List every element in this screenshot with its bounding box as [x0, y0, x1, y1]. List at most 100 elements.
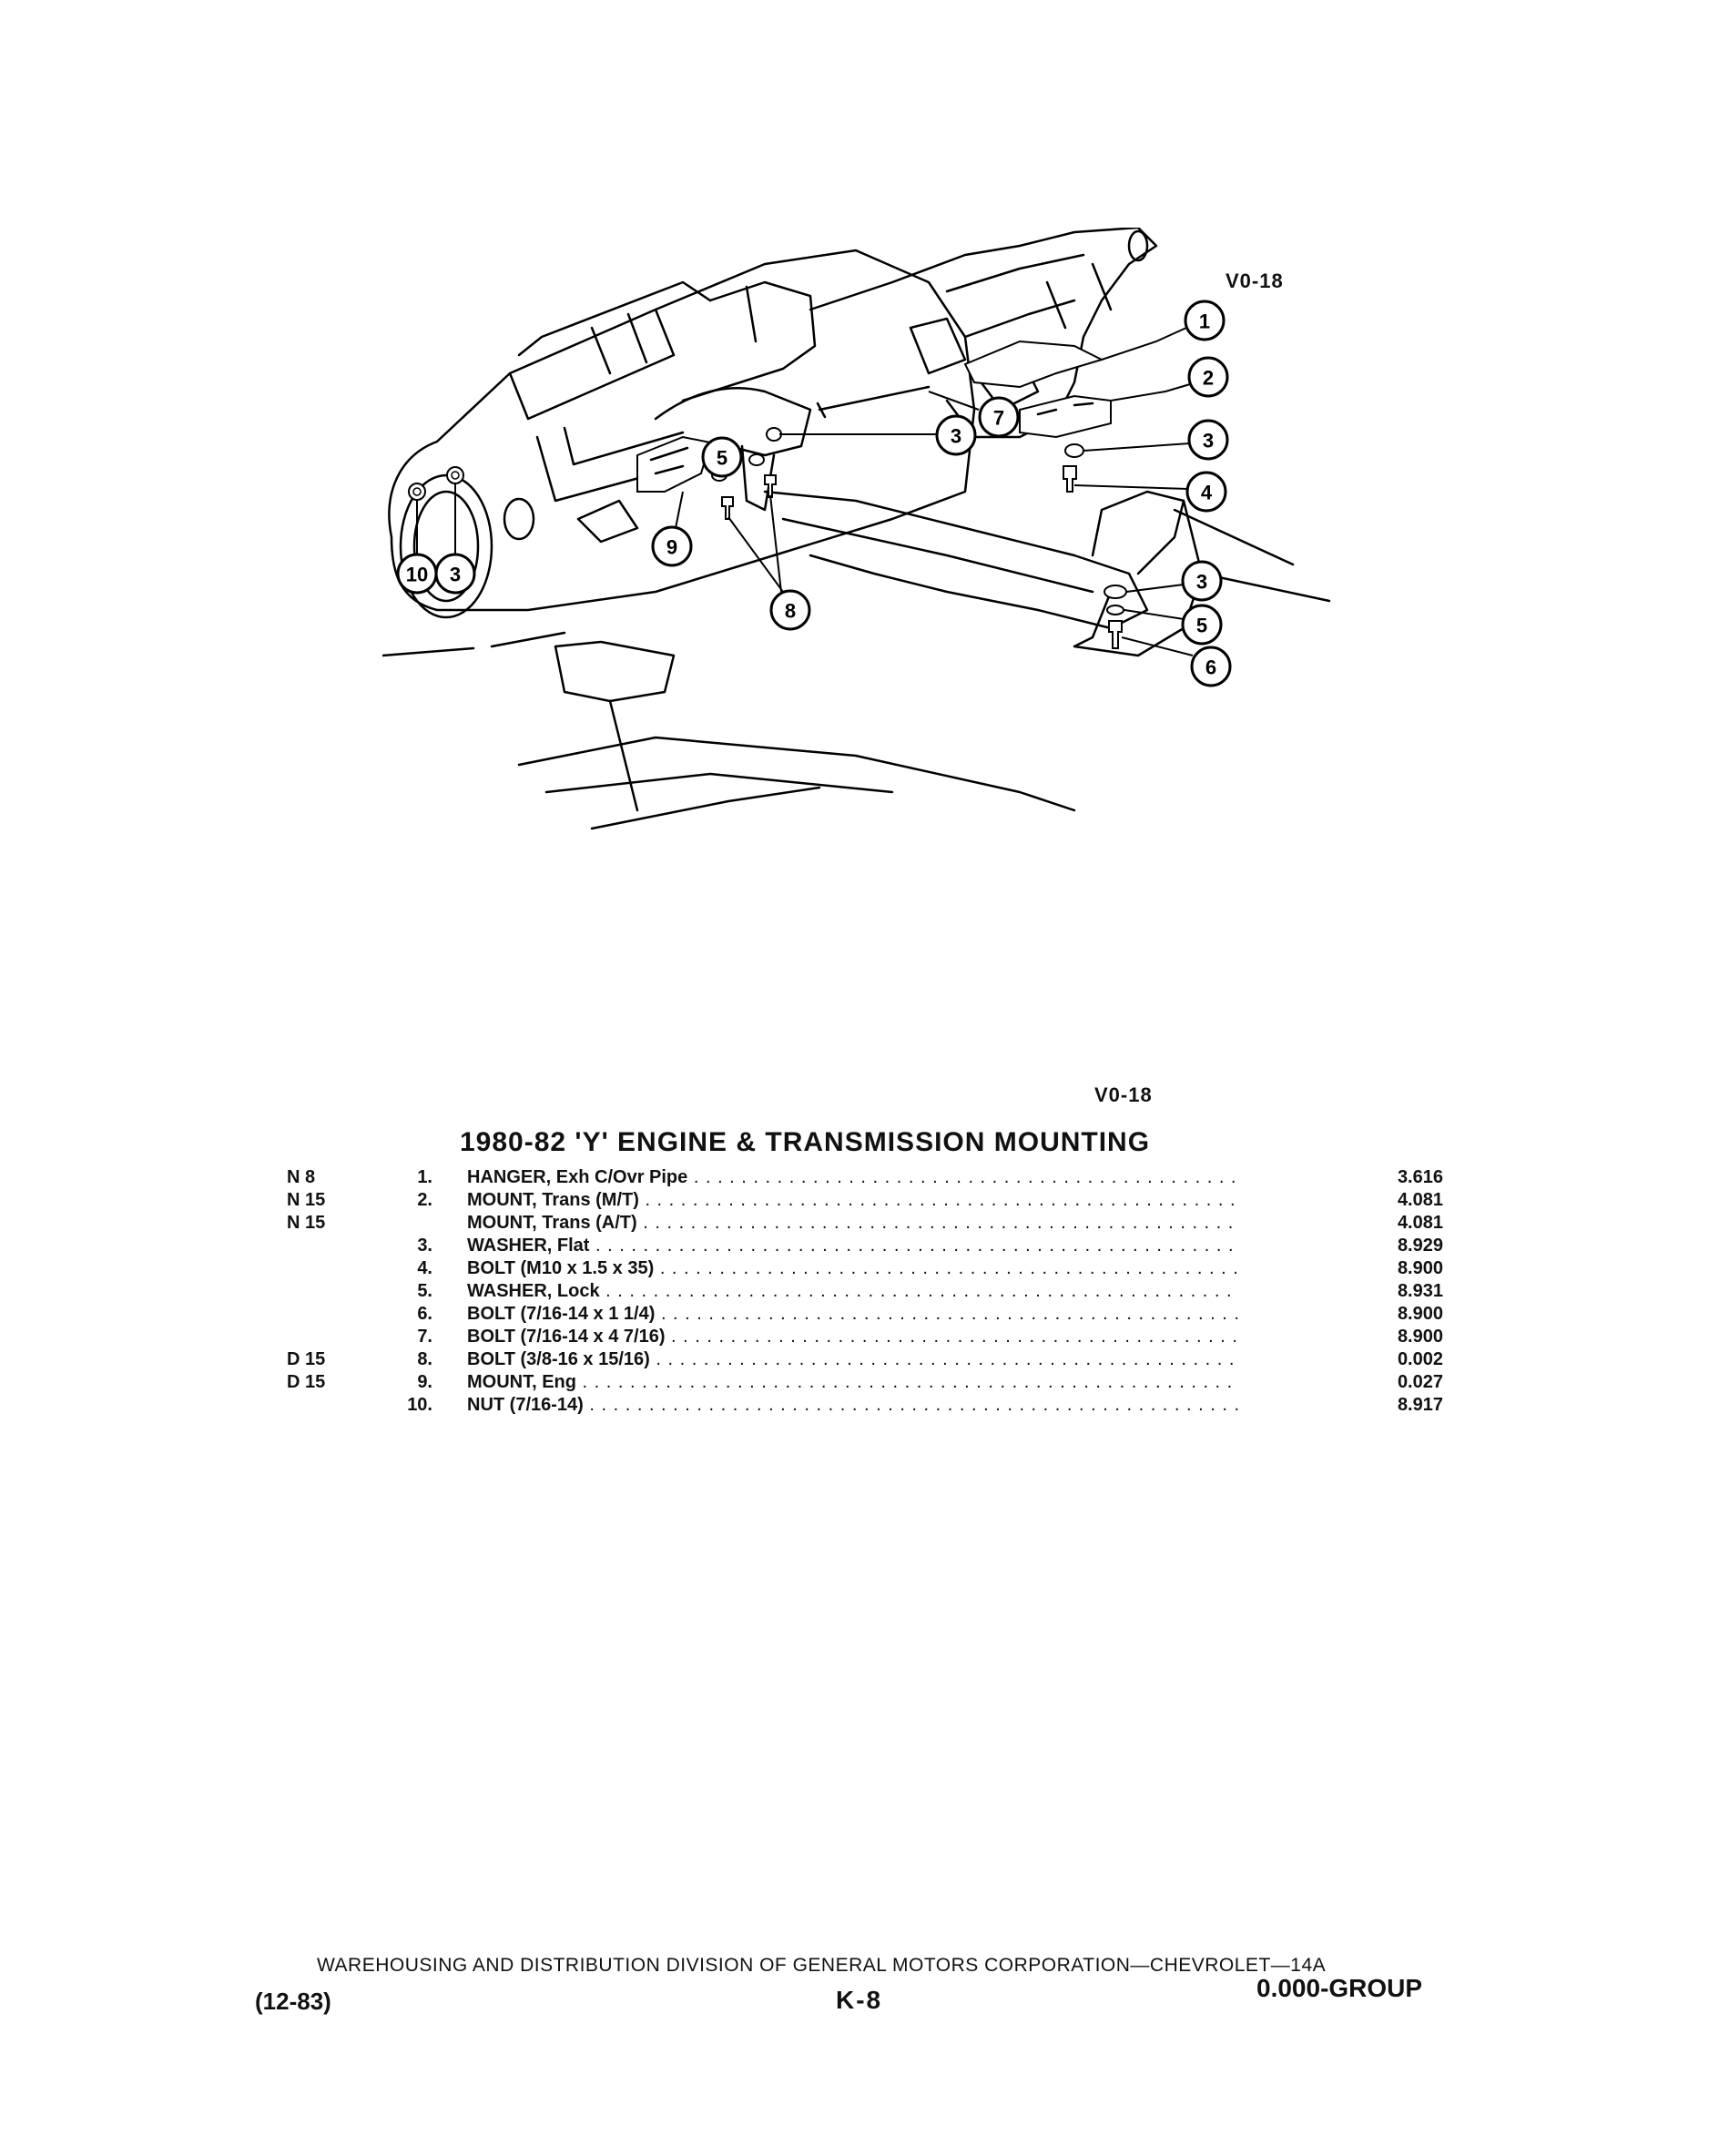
- bolt-part: [764, 474, 777, 498]
- part-code: N 15: [287, 1190, 326, 1210]
- svg-text:3: 3: [450, 564, 461, 586]
- part-code: N 15: [287, 1213, 326, 1233]
- diagram-ref-top: V0-18: [1226, 270, 1284, 292]
- engine-block-drawing: [382, 249, 976, 657]
- svg-text:3: 3: [951, 425, 961, 448]
- part-number: 10.: [407, 1395, 432, 1415]
- svg-text:8: 8: [785, 600, 796, 623]
- lock-washer-part: [1106, 605, 1124, 615]
- part-name: MOUNT, Eng: [467, 1372, 1238, 1393]
- callout-4: 4: [1185, 471, 1227, 513]
- crossmember-drawing: [517, 490, 1331, 830]
- part-number: 6.: [417, 1304, 432, 1324]
- bolt-part: [1108, 620, 1123, 649]
- leader-lines: [416, 327, 1194, 656]
- washer-part: [1104, 585, 1127, 599]
- parts-list-row: D 15 8. BOLT (3/8-16 x 15/16) 0.002: [287, 1349, 1443, 1372]
- svg-text:2: 2: [1203, 367, 1214, 390]
- svg-text:1: 1: [1199, 310, 1210, 333]
- callout-3: 3: [434, 553, 476, 595]
- footer-publisher: WAREHOUSING AND DISTRIBUTION DIVISION OF…: [317, 1955, 1327, 1976]
- parts-list-row: N 15 MOUNT, Trans (A/T) 4.081: [287, 1213, 1443, 1236]
- lock-washer-part: [748, 453, 765, 466]
- parts-list-row: 6.BOLT (7/16-14 x 1 1/4)8.900: [287, 1304, 1443, 1327]
- part-price: 8.917: [1397, 1395, 1443, 1415]
- svg-text:10: 10: [406, 564, 428, 586]
- parts-list: N 8 1. HANGER, Exh C/Ovr Pipe 3.616 N 15 2. MO…: [287, 1167, 1443, 1418]
- part-number: 1.: [417, 1167, 432, 1187]
- svg-text:6: 6: [1205, 656, 1216, 679]
- part-price: 8.929: [1397, 1236, 1443, 1256]
- part-name: MOUNT, Trans (A/T): [467, 1213, 1238, 1234]
- part-price: 4.081: [1397, 1190, 1443, 1210]
- washer-part: [766, 427, 782, 442]
- svg-text:7: 7: [993, 407, 1004, 430]
- part-number: 4.: [417, 1258, 432, 1278]
- part-price: 0.002: [1397, 1349, 1443, 1369]
- callout-5: 5: [1181, 604, 1223, 646]
- part-name: BOLT (3/8-16 x 15/16): [467, 1349, 1238, 1370]
- callout-1: 1: [1184, 300, 1226, 341]
- part-code: D 15: [287, 1349, 326, 1369]
- part-number: 5.: [417, 1281, 432, 1301]
- part-price: 8.931: [1397, 1281, 1443, 1301]
- callout-8: 8: [769, 589, 811, 631]
- svg-text:9: 9: [666, 536, 677, 559]
- parts-list-row: N 8 1. HANGER, Exh C/Ovr Pipe 3.616: [287, 1167, 1443, 1190]
- part-price: 8.900: [1397, 1327, 1443, 1347]
- diagram-ref-bottom: V0-18: [1094, 1083, 1153, 1106]
- parts-list-row: 7. BOLT (7/16-14 x 4 7/16) 8.900: [287, 1327, 1443, 1349]
- bolt-part: [721, 496, 734, 520]
- part-name: NUT (7/16-14): [467, 1395, 1238, 1416]
- part-code: D 15: [287, 1372, 326, 1392]
- svg-text:4: 4: [1201, 482, 1213, 504]
- part-name: HANGER, Exh C/Ovr Pipe: [467, 1167, 1238, 1188]
- callout-7: 7: [978, 396, 1020, 438]
- footer-page-number: K-8: [836, 1986, 883, 2014]
- washer-part: [1064, 443, 1084, 458]
- bolt-part: [1063, 465, 1077, 493]
- part-name: BOLT (7/16-14 x 4 7/16): [467, 1327, 1238, 1348]
- part-price: 0.027: [1397, 1372, 1443, 1392]
- parts-list-row: 10. NUT (7/16-14) 8.917: [287, 1395, 1443, 1418]
- part-name: MOUNT, Trans (M/T): [467, 1190, 1238, 1211]
- part-number: 7.: [417, 1327, 432, 1347]
- parts-list-row: 4. BOLT (M10 x 1.5 x 35) 8.900: [287, 1258, 1443, 1281]
- footer-date: (12-83): [255, 1988, 331, 2015]
- callout-2: 2: [1187, 356, 1229, 398]
- callout-10: 10: [396, 553, 438, 595]
- part-price: 8.900: [1397, 1258, 1443, 1278]
- part-number: 9.: [417, 1372, 432, 1392]
- parts-list-row: D 15 9. MOUNT, Eng 0.027: [287, 1372, 1443, 1395]
- callout-9: 9: [651, 525, 693, 567]
- part-price: 3.616: [1397, 1167, 1443, 1187]
- washer-part: [446, 466, 464, 484]
- callout-3: 3: [935, 414, 977, 456]
- svg-text:5: 5: [717, 447, 727, 470]
- footer-group: 0.000-GROUP: [1256, 1974, 1423, 2002]
- part-price: 4.081: [1397, 1213, 1443, 1233]
- exploded-diagram: 1 2 3 7 3 4 5 9 10 3 8 3 5 6: [382, 228, 1331, 830]
- callout-5: 5: [701, 436, 743, 478]
- part-number: 8.: [417, 1349, 432, 1369]
- part-price: 8.900: [1397, 1304, 1443, 1324]
- svg-text:5: 5: [1196, 615, 1207, 637]
- part-name: WASHER, Flat: [467, 1236, 1238, 1256]
- svg-text:3: 3: [1203, 430, 1214, 453]
- callout-6: 6: [1190, 646, 1232, 687]
- parts-list-row: 3. WASHER, Flat 8.929: [287, 1236, 1443, 1258]
- parts-list-row: N 15 2. MOUNT, Trans (M/T) 4.081: [287, 1190, 1443, 1213]
- callout-3: 3: [1187, 419, 1229, 461]
- part-name: WASHER, Lock: [467, 1281, 1238, 1302]
- long-bolt-part: [816, 385, 931, 419]
- page-title: 1980-82 'Y' ENGINE & TRANSMISSION MOUNTI…: [460, 1127, 1151, 1157]
- parts-list-row: 5. WASHER, Lock 8.931: [287, 1281, 1443, 1304]
- part-code: N 8: [287, 1167, 316, 1187]
- callout-3: 3: [1181, 560, 1223, 602]
- part-name: BOLT (M10 x 1.5 x 35): [467, 1258, 1238, 1279]
- hanger-part: [963, 340, 1104, 389]
- part-number: 2.: [417, 1190, 432, 1210]
- svg-text:3: 3: [1196, 571, 1207, 594]
- part-number: 3.: [417, 1236, 432, 1256]
